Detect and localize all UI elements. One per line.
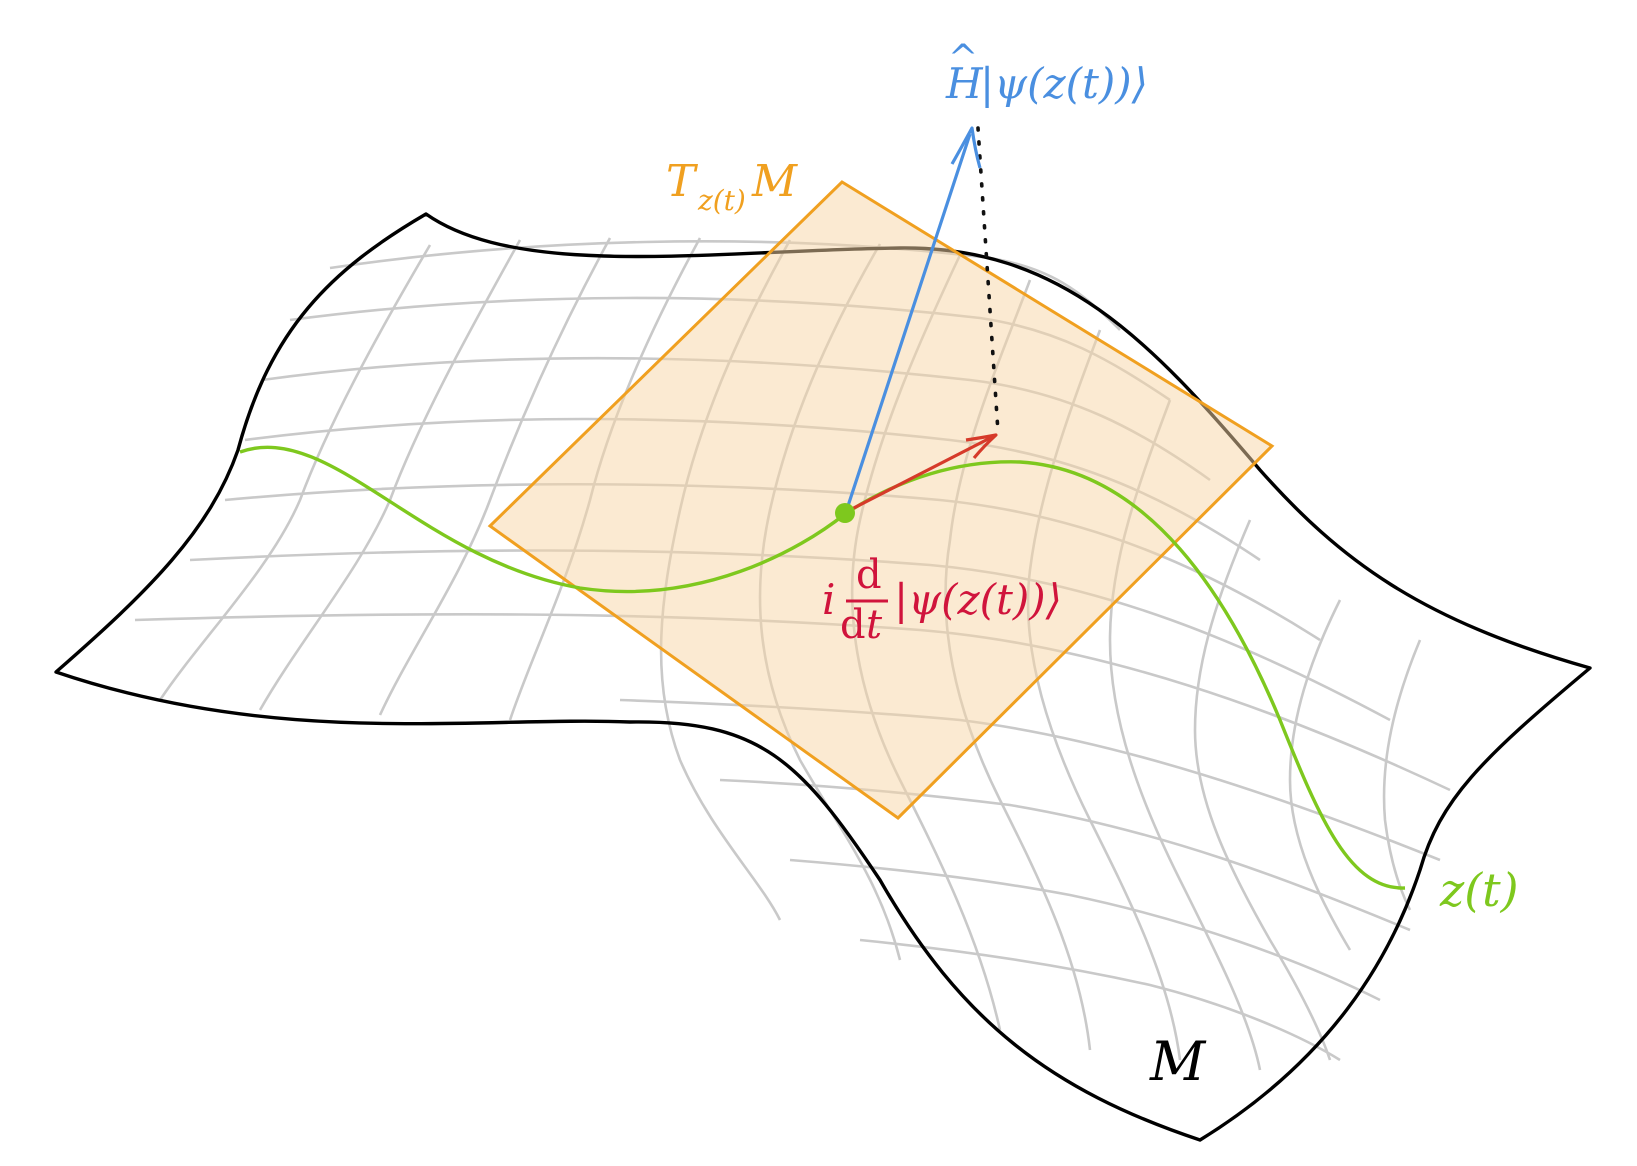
tangent-label-T: T	[666, 156, 699, 207]
grid-col-2	[258, 239, 522, 711]
time-derivative-label: i d d t |ψ(z(t))⟩	[822, 552, 1062, 648]
manifold-label: M	[1149, 1030, 1207, 1093]
manifold-boundary	[54, 212, 1592, 1142]
hamiltonian-label: ^ H |ψ(z(t))⟩	[945, 38, 1148, 108]
arrow-icon	[950, 126, 982, 169]
dot-icon	[835, 503, 855, 523]
hamiltonian-hat: ^	[948, 38, 978, 79]
projection-dotted-line	[976, 126, 1000, 434]
tangent-label-M: M	[751, 156, 798, 207]
deriv-label-i: i	[822, 575, 835, 624]
hamiltonian-label-state: |ψ(z(t))⟩	[980, 59, 1148, 108]
curve-label: z(t)	[1439, 863, 1519, 917]
grid-col-3	[378, 237, 612, 716]
grid-row-11	[859, 938, 1341, 1062]
grid-col-13	[1382, 639, 1422, 911]
grid-row-10	[789, 858, 1381, 1002]
tangent-space-label: T z(t) M	[666, 156, 798, 217]
grid-row-9	[719, 778, 1411, 932]
time-derivative-vector	[845, 433, 998, 514]
curve-z-of-t	[239, 445, 1406, 890]
tangent-plane	[487, 180, 1275, 820]
hamiltonian-vector-shaft	[844, 133, 972, 513]
grid-col-12	[1288, 599, 1352, 951]
deriv-label-denominator-t: t	[866, 602, 883, 648]
deriv-label-numerator: d	[856, 552, 882, 598]
tangent-label-subscript: z(t)	[697, 184, 746, 217]
deriv-label-denominator-d: d	[840, 602, 866, 648]
hamiltonian-vector	[844, 126, 982, 513]
hamiltonian-label-H: H	[945, 59, 984, 108]
time-derivative-vector-shaft	[845, 434, 995, 514]
arrow-icon	[965, 433, 998, 460]
deriv-label-state: |ψ(z(t))⟩	[894, 575, 1062, 624]
grid-col-11	[1193, 519, 1332, 1061]
grid-col-1	[158, 244, 432, 701]
